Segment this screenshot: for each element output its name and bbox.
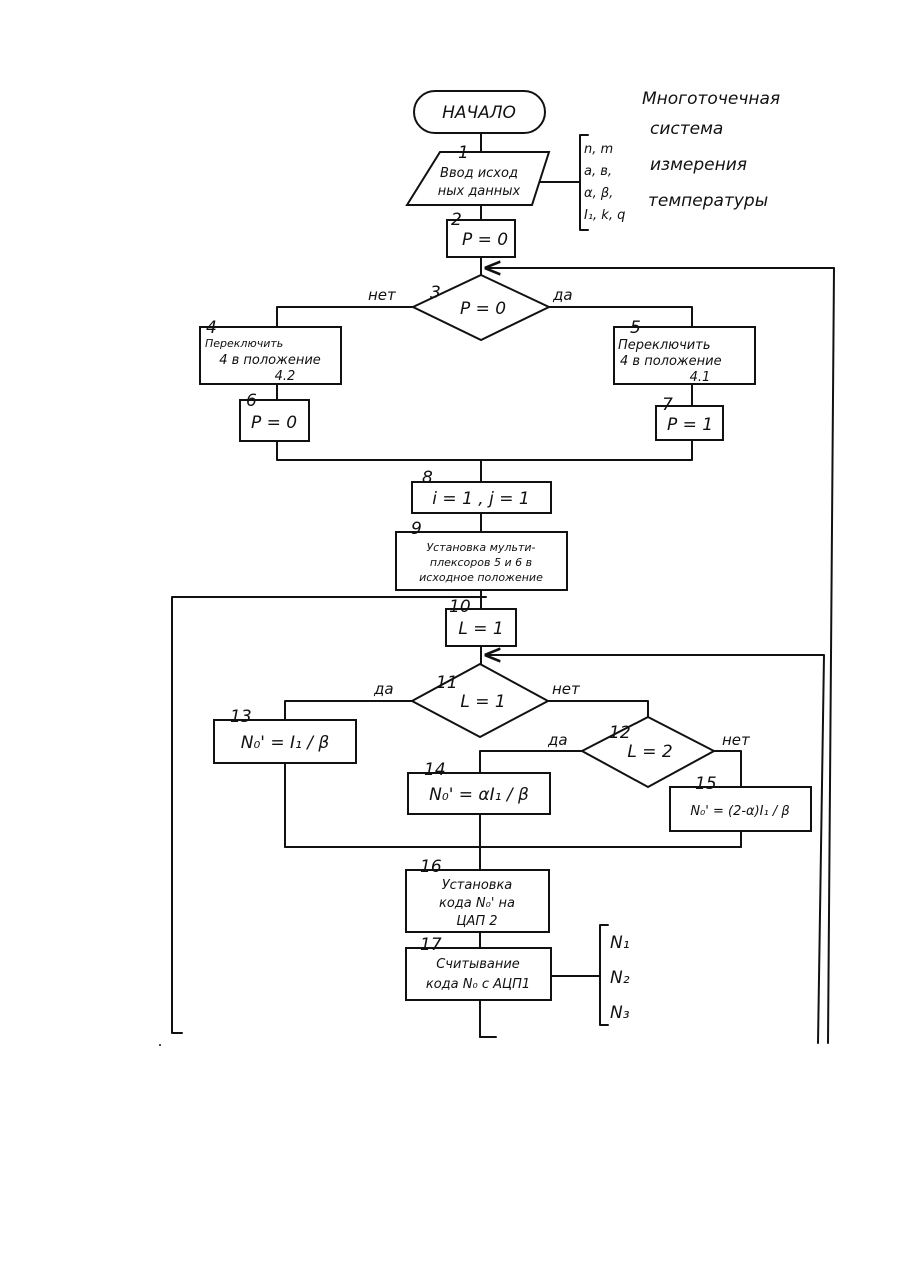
- decision-3-number: 3: [430, 283, 441, 303]
- decision-12-number: 12: [609, 723, 631, 743]
- decision-3-no-label: нет: [368, 286, 397, 304]
- block-1-number: 1: [458, 143, 469, 163]
- output-n3: N₃: [610, 1003, 630, 1023]
- block-6-number: 6: [246, 391, 257, 411]
- block-2-text: P = 0: [462, 230, 508, 250]
- input-parameters: n, m a, в, α, β, I₁, k, q: [580, 135, 625, 230]
- block-7: 7 P = 1: [656, 395, 723, 440]
- block-5-line-3: 4.1: [690, 370, 711, 385]
- block-9-line-3: исходное положение: [419, 571, 543, 584]
- decision-11-no-label: нет: [552, 680, 581, 698]
- block-5-line-1: Переключить: [618, 338, 711, 353]
- output-n1: N₁: [610, 933, 630, 953]
- block-5: 5 Переключить 4 в положение 4.1: [614, 318, 755, 385]
- block-14-text: N₀' = αI₁ / β: [429, 785, 529, 805]
- block-8-text: i = 1 , j = 1: [432, 489, 529, 509]
- start-terminal: НАЧАЛО: [414, 91, 545, 133]
- params-line-4: I₁, k, q: [584, 208, 625, 223]
- decision-3-text: P = 0: [460, 299, 506, 319]
- block-2-number: 2: [451, 210, 462, 230]
- output-codes: N₁ N₂ N₃: [600, 925, 630, 1025]
- title-line-4: температуры: [648, 191, 768, 211]
- block-15-text: N₀' = (2-α)I₁ / β: [690, 804, 789, 819]
- decision-11-text: L = 1: [460, 692, 505, 712]
- decision-3-yes-label: да: [552, 286, 573, 304]
- block-17-line-2: кода N₀ с АЦП1: [426, 977, 530, 992]
- decision-12-text: L = 2: [627, 742, 672, 762]
- block-9-number: 9: [411, 519, 422, 539]
- decision-11-yes-label: да: [373, 680, 394, 698]
- decision-12-no-label: нет: [722, 731, 751, 749]
- decision-11-number: 11: [436, 673, 458, 693]
- block-6: 6 P = 0: [240, 391, 309, 441]
- block-16: 16 Установка кода N₀' на ЦАП 2: [406, 857, 549, 932]
- block-7-number: 7: [662, 395, 673, 415]
- block-5-line-2: 4 в положение: [620, 354, 722, 369]
- block-9-line-2: плексоров 5 и 6 в: [430, 556, 532, 569]
- block-14-number: 14: [424, 760, 446, 780]
- block-1-input-data: 1 Ввод исход ных данных: [407, 143, 549, 205]
- block-13-text: N₀' = I₁ / β: [241, 733, 330, 753]
- block-16-number: 16: [420, 857, 442, 877]
- block-4: 4 Переключить 4 в положение 4.2: [200, 318, 341, 384]
- params-line-2: a, в,: [584, 164, 612, 179]
- title-line-1: Многоточечная: [642, 89, 780, 109]
- block-10-number: 10: [449, 597, 471, 617]
- block-4-number: 4: [206, 318, 217, 338]
- params-line-1: n, m: [584, 142, 613, 157]
- block-7-text: P = 1: [667, 415, 713, 435]
- block-17-line-1: Считывание: [436, 957, 520, 972]
- block-4-line-1: Переключить: [205, 337, 283, 350]
- block-16-line-1: Установка: [442, 878, 513, 893]
- decision-12-yes-label: да: [547, 731, 568, 749]
- params-line-3: α, β,: [584, 186, 613, 201]
- diagram-title: Многоточечная система измерения температ…: [642, 89, 780, 211]
- block-9-line-1: Установка мульти-: [426, 541, 535, 554]
- block-16-line-2: кода N₀' на: [439, 896, 515, 911]
- start-label: НАЧАЛО: [442, 103, 516, 123]
- block-16-line-3: ЦАП 2: [456, 914, 497, 929]
- output-n2: N₂: [610, 968, 630, 988]
- block-1-line-2: ных данных: [438, 184, 521, 199]
- block-4-line-2: 4 в положение: [219, 353, 321, 368]
- block-1-line-1: Ввод исход: [440, 166, 518, 181]
- title-line-2: система: [650, 119, 723, 139]
- block-17-number: 17: [420, 935, 442, 955]
- block-10-text: L = 1: [458, 619, 503, 639]
- block-13-number: 13: [230, 707, 252, 727]
- block-4-line-3: 4.2: [275, 369, 296, 384]
- block-15-number: 15: [695, 774, 717, 794]
- block-8-number: 8: [422, 468, 433, 488]
- block-5-number: 5: [630, 318, 641, 338]
- block-17: 17 Считывание кода N₀ с АЦП1: [406, 935, 551, 1000]
- title-line-3: измерения: [650, 155, 747, 175]
- block-6-text: P = 0: [251, 413, 297, 433]
